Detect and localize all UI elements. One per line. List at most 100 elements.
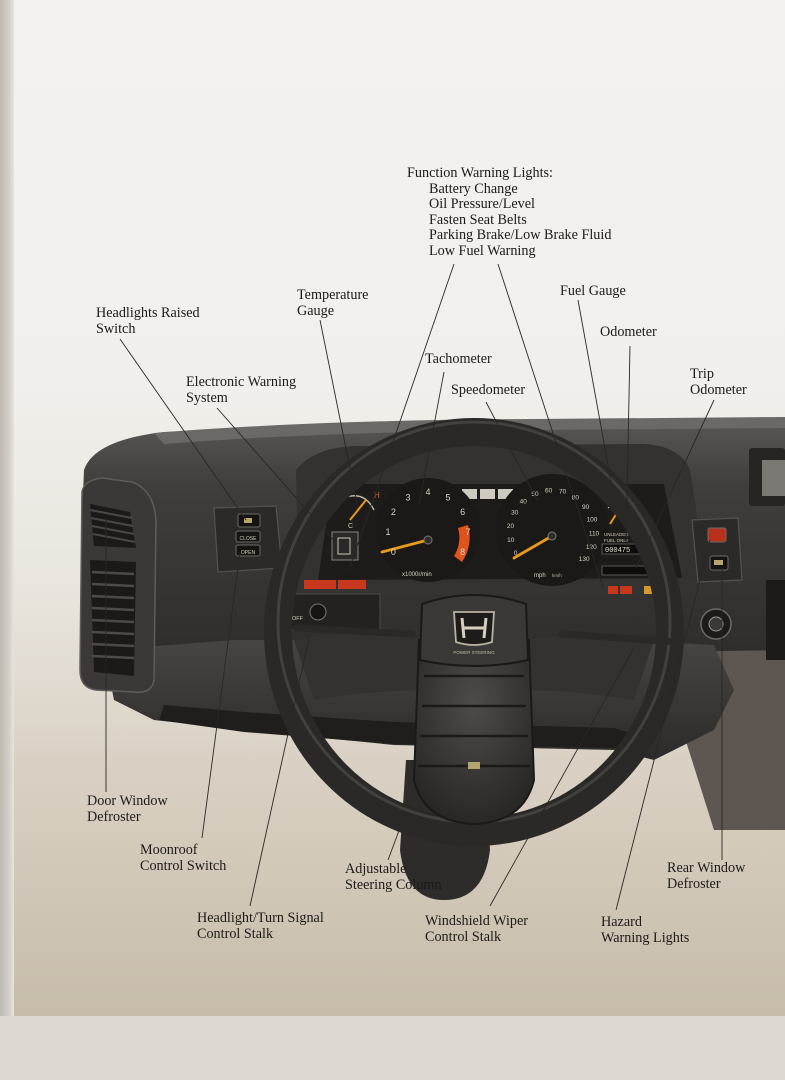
speedo-tick-label: 110 — [589, 530, 600, 537]
tach-tick-label: 7 — [465, 527, 470, 537]
callout-hazard-line2: Warning Lights — [601, 929, 690, 946]
callout-headlights-line1: Headlights Raised — [96, 305, 200, 321]
hub-emblem — [468, 762, 480, 769]
callout-headlight-stalk-line2: Control Stalk — [197, 925, 274, 942]
callout-moonroof-line2: Control Switch — [140, 857, 227, 874]
leader-warning-lights-right — [497, 263, 605, 591]
speedo-tick-label: 130 — [579, 556, 590, 563]
tach-redline — [454, 525, 470, 562]
headlight-turn-signal-stalk — [292, 624, 416, 638]
roof-close-label: CLOSE — [240, 536, 258, 542]
leader-headlight-stalk — [249, 633, 311, 907]
right-spoke — [514, 634, 654, 700]
speedo-tick-label: 30 — [511, 510, 519, 517]
callout-fuel-gauge: Fuel Gauge — [560, 283, 626, 300]
callout-function-warning-lights: Function Warning Lights: Battery Change … — [407, 165, 612, 260]
tach-tick-label: 2 — [391, 507, 396, 517]
steering-hub — [412, 639, 536, 826]
leader-speedometer — [485, 401, 538, 501]
callout-rear-line1: Rear Window — [667, 860, 746, 876]
tach-tick-label: 8 — [460, 547, 465, 557]
warning-lights-list: Battery Change Oil Pressure/Level Fasten… — [407, 181, 612, 260]
lower-control-panel — [289, 593, 381, 631]
right-switch-pod — [691, 517, 743, 640]
callout-door-line1: Door Window — [87, 793, 168, 809]
leader-hazard-lights — [615, 539, 711, 911]
hub-pad-seams — [418, 674, 530, 768]
temp-cold-label: C — [348, 523, 353, 530]
speedo-tick-label: 60 — [545, 487, 553, 494]
callout-hazard-line1: Hazard — [601, 914, 642, 930]
hazard-switch — [707, 527, 727, 543]
callout-fuel-gauge-line1: Fuel Gauge — [560, 283, 626, 299]
leader-electronic-warning — [216, 407, 337, 544]
left-spoke — [294, 634, 434, 700]
speedo-needle — [512, 534, 554, 560]
tach-needle — [380, 538, 430, 554]
leader-warning-lights-left — [348, 263, 455, 571]
temp-hot-label: H — [374, 491, 380, 500]
wiper-control-stalk — [558, 630, 682, 646]
speedo-tick-label: 0 — [514, 550, 518, 557]
power-steering-label: POWER STEERING — [453, 650, 495, 655]
callout-odometer-line1: Odometer — [600, 324, 657, 340]
callout-adjustable-steering-column: Adjustable Steering Column — [345, 861, 442, 893]
callout-tachometer-line1: Tachometer — [425, 351, 492, 367]
callout-electronic-warning-system: Electronic Warning System — [186, 374, 297, 406]
leader-fuel-gauge — [577, 299, 619, 521]
callout-headlights-line2: Switch — [96, 320, 136, 337]
callout-steering-line1: Adjustable — [345, 861, 407, 877]
leader-headlights-raised — [119, 338, 247, 521]
leader-wiper-stalk — [489, 647, 635, 907]
speedo-tick-label: 70 — [559, 489, 567, 496]
callout-temperature-line1: Temperature — [297, 287, 369, 303]
speedo-tick-label: 100 — [587, 516, 598, 523]
tach-tick-label: 1 — [385, 527, 390, 537]
speedo-km-label: km/h — [552, 573, 562, 578]
callout-steering-line2: Steering Column — [345, 876, 442, 893]
callout-door-window-defroster: Door Window Defroster — [87, 793, 168, 825]
tach-tick-label: 0 — [391, 547, 396, 557]
odometer-reading: 000475 — [605, 547, 630, 555]
callout-speedometer: Speedometer — [451, 382, 525, 399]
warning-item-oil: Oil Pressure/Level — [429, 196, 535, 213]
callout-trip-line2: Odometer — [690, 381, 747, 398]
speedo-tick-label: 10 — [507, 537, 515, 544]
leader-lines — [105, 263, 723, 911]
lower-warning-lamps — [304, 580, 654, 594]
leader-steering-column — [387, 811, 407, 861]
callout-wiper-line1: Windshield Wiper — [425, 913, 529, 929]
callout-odometer: Odometer — [600, 324, 657, 341]
warning-item-parking-brake: Parking Brake/Low Brake Fluid — [429, 227, 612, 244]
stalk-off-label: OFF — [292, 616, 304, 622]
scan-margin — [0, 1016, 785, 1080]
callout-temperature-gauge: Temperature Gauge — [297, 287, 369, 319]
tach-tick-label: 3 — [405, 492, 410, 502]
callout-tachometer: Tachometer — [425, 351, 492, 368]
callout-trip-line1: Trip — [690, 366, 714, 382]
callout-door-line2: Defroster — [87, 808, 141, 825]
door-window-defroster-vent — [89, 504, 136, 676]
speedo-tick-label: 80 — [572, 494, 580, 501]
tach-unit-label: x1000r/min — [402, 572, 432, 578]
speedo-tick-label: 50 — [531, 491, 539, 498]
callout-headlights-raised-switch: Headlights Raised Switch — [96, 305, 200, 337]
right-vent-slot — [762, 460, 785, 496]
speedo-tick-label: 20 — [507, 523, 515, 530]
fuel-note-line1: UNLEADED — [604, 532, 629, 537]
tach-tick-label: 4 — [425, 487, 430, 497]
callout-electronic-line1: Electronic Warning — [186, 374, 297, 390]
callout-electronic-line2: System — [186, 389, 228, 406]
trip-odometer-window — [601, 565, 653, 576]
callout-windshield-wiper-stalk: Windshield Wiper Control Stalk — [425, 913, 529, 945]
tach-tick-label: 5 — [445, 492, 450, 502]
right-lower-vent — [766, 580, 785, 660]
callout-hazard-warning-lights: Hazard Warning Lights — [601, 914, 690, 946]
page-binding-shadow — [0, 0, 14, 1080]
callout-function-warning-title: Function Warning Lights: — [407, 165, 553, 181]
speedo-tick-label: 120 — [586, 544, 597, 551]
